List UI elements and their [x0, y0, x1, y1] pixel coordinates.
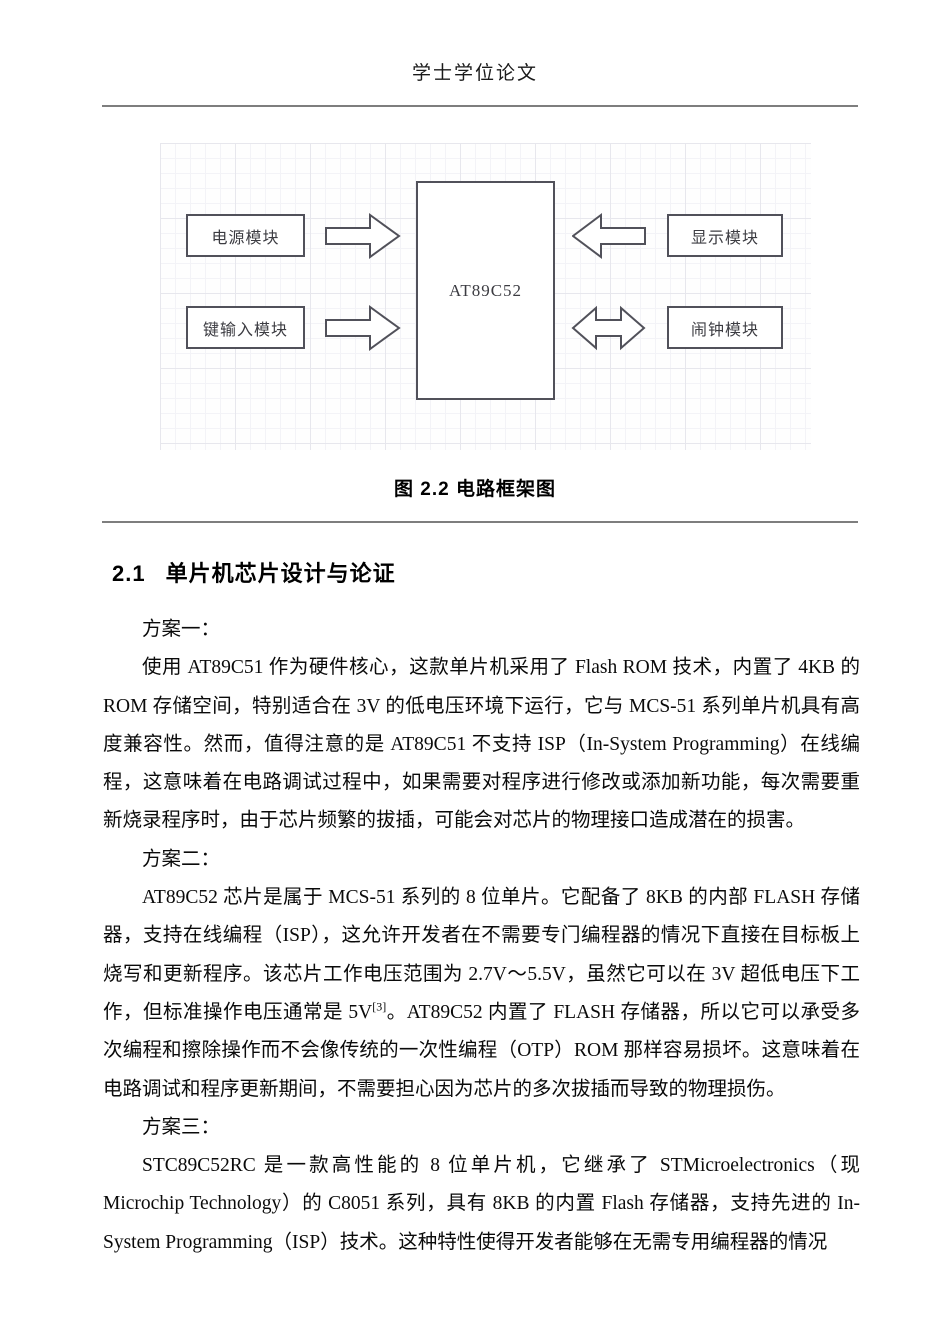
- circuit-framework-figure: 电源模块 键输入模块 AT89C52 显示模块 闹钟模块: [160, 143, 811, 450]
- section-number: 2.1: [112, 561, 146, 586]
- mcu-chip-label: AT89C52: [448, 280, 523, 300]
- arrow-right-icon: [325, 305, 401, 351]
- alarm-module-label: 闹钟模块: [690, 321, 759, 339]
- arrow-left-icon: [572, 213, 646, 259]
- figure-caption: 图 2.2 电路框架图: [394, 479, 556, 500]
- arrow-bidirectional-icon: [571, 305, 646, 351]
- body-text: 方案一： 使用 AT89C51 作为硬件核心，这款单片机采用了 Flash RO…: [103, 611, 860, 1262]
- scheme1-paragraph: 使用 AT89C51 作为硬件核心，这款单片机采用了 Flash ROM 技术，…: [103, 657, 860, 832]
- display-module-label: 显示模块: [690, 229, 759, 247]
- display-module-box: 显示模块: [667, 214, 783, 257]
- footnote-ref-3: [3]: [372, 999, 387, 1014]
- key-input-module-box: 键输入模块: [186, 306, 305, 349]
- page-header-title: 学士学位论文: [411, 63, 538, 84]
- power-module-box: 电源模块: [186, 214, 305, 257]
- arrow-right-icon: [325, 213, 401, 259]
- scheme1-label: 方案一：: [142, 619, 221, 640]
- mcu-chip-box: AT89C52: [416, 181, 555, 400]
- scheme3-paragraph: STC89C52RC 是一款高性能的 8 位单片机，它继承了 STMicroel…: [103, 1155, 860, 1253]
- scheme2-text-part1: AT89C52 芯片是属于 MCS-51 系列的 8 位单片。它配备了 8KB …: [103, 887, 860, 1023]
- section-title: 单片机芯片设计与论证: [165, 561, 396, 586]
- alarm-module-box: 闹钟模块: [667, 306, 783, 349]
- scheme3-label: 方案三：: [142, 1116, 221, 1138]
- scheme2-label: 方案二：: [142, 848, 221, 870]
- power-module-label: 电源模块: [211, 229, 280, 247]
- key-input-module-label: 键输入模块: [202, 321, 288, 339]
- scheme2-paragraph: AT89C52 芯片是属于 MCS-51 系列的 8 位单片。它配备了 8KB …: [103, 879, 860, 1109]
- section-divider-rule: [102, 521, 858, 523]
- scheme2-text-part2: 。AT89C52 内置了 FLASH 存储器，所以它可以承受多次编程和擦除操作而…: [103, 1001, 860, 1100]
- header-rule: [102, 105, 858, 107]
- section-heading: 2.1 单片机芯片设计与论证: [112, 556, 396, 588]
